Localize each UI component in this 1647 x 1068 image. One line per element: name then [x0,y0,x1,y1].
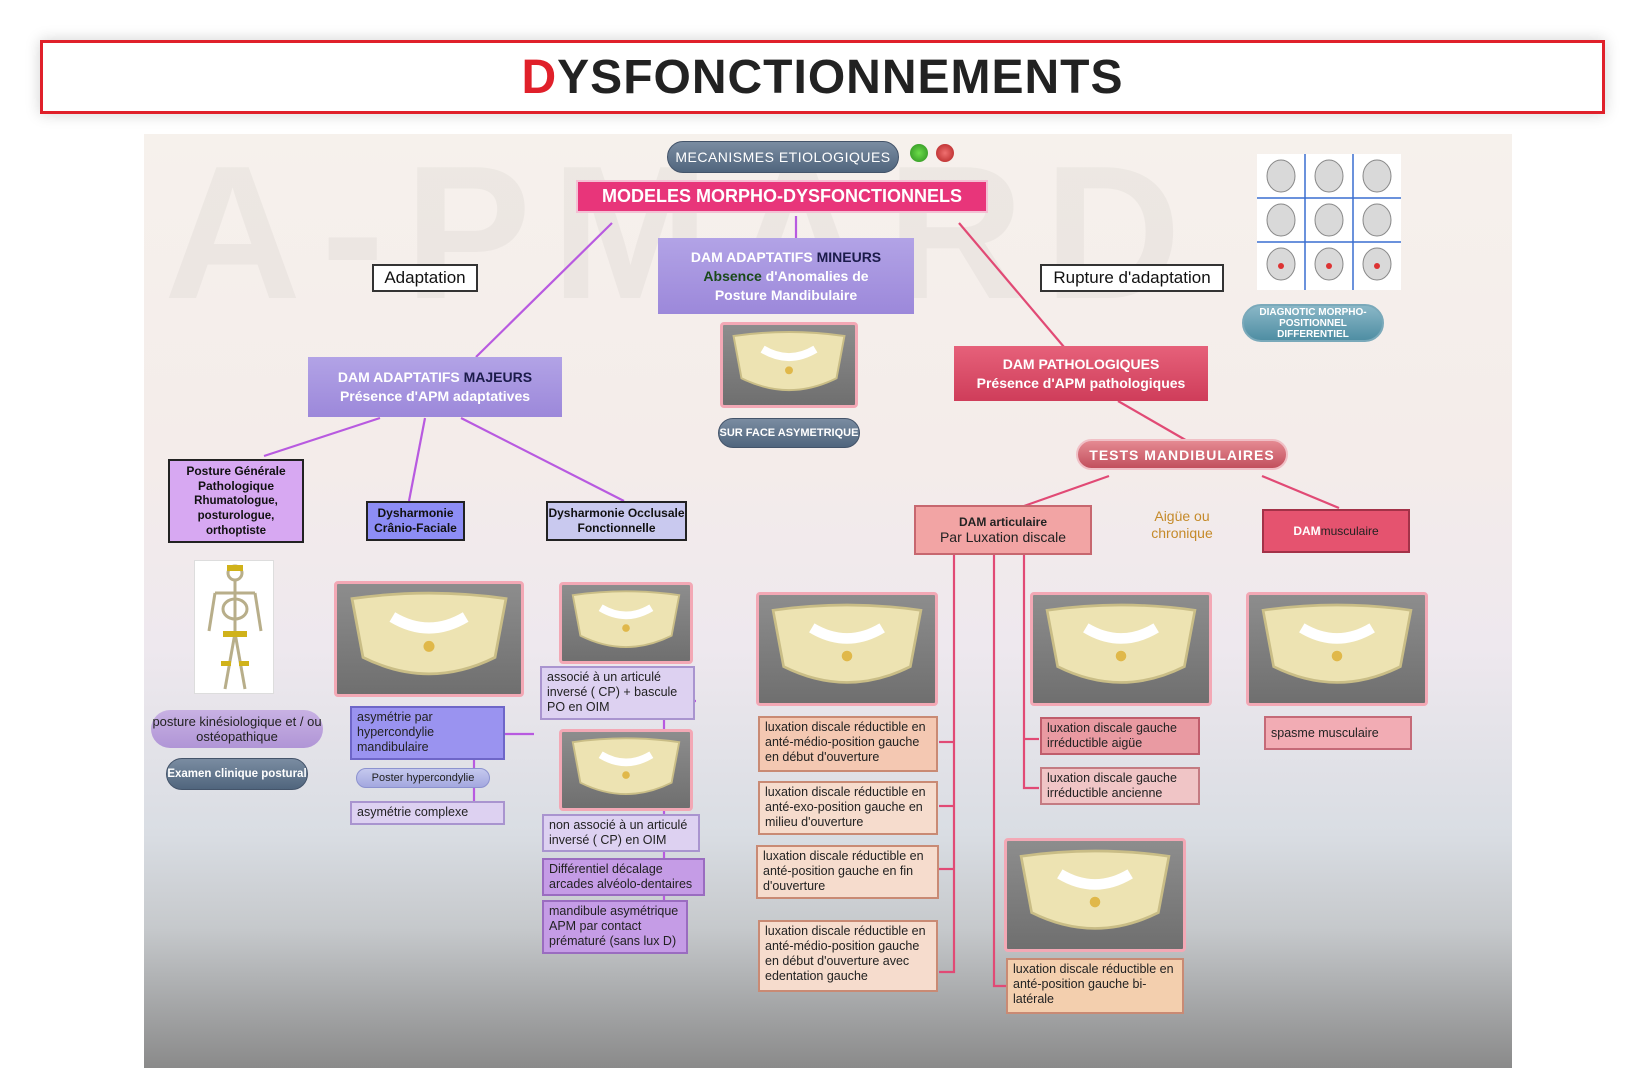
posture-kinesiologique-pill[interactable]: posture kinésiologique et / ou ostéopath… [151,710,323,748]
majeurs-title-strong: MAJEURS [463,369,533,385]
mecanismes-button[interactable]: MECANISMES ETIOLOGIQUES [667,141,899,173]
speaker-icon[interactable] [936,144,954,162]
dam-articulaire-sub: Par Luxation discale [939,529,1067,545]
dam-musculaire-sub: musculaire [1320,524,1379,538]
mandible-image-mineurs [720,322,858,408]
luxation-note-3: luxation discale réductible en anté-posi… [756,845,939,899]
examen-clinique-button[interactable]: Examen clinique postural [166,758,308,790]
dam-articulaire-box: DAM articulaire Par Luxation discale [914,505,1092,555]
dam-majeurs-box: DAM ADAPTATIFS MAJEURS Présence d'APM ad… [308,357,562,417]
luxation-note-4: luxation discale réductible en anté-médi… [758,920,938,992]
aigue-chronique-label: Aigüe ou chronique [1151,508,1213,541]
skeleton-image [194,560,274,694]
dam-musculaire-box: DAM musculaire [1262,509,1410,553]
mandible-image-occlusale-2 [559,729,693,811]
posture-sub: Rhumatologue, posturologue, orthoptiste [194,494,278,537]
posture-title: Posture Générale Pathologique [186,463,286,493]
majeurs-title: DAM ADAPTATIFS [337,369,464,385]
occlusale-box: Dysharmonie Occlusale Fonctionnelle [546,501,687,541]
pathologiques-subtitle: Présence d'APM pathologiques [976,374,1186,391]
diagnostic-thumbnail [1257,154,1401,290]
gauche-note-2: luxation discale gauche irréductible anc… [1040,767,1200,805]
dam-pathologiques-box: DAM PATHOLOGIQUES Présence d'APM patholo… [954,346,1208,401]
mineurs-title-strong: MINEURS [816,248,882,265]
mandible-image-bilaterale [1004,838,1186,952]
sur-face-asymetrique-button[interactable]: SUR FACE ASYMETRIQUE [718,418,860,448]
mandible-image-gauche [1030,592,1212,706]
play-sound-icon[interactable] [910,144,928,162]
majeurs-subtitle: Présence d'APM adaptatives [339,388,531,404]
luxation-note-1: luxation discale réductible en anté-médi… [758,716,938,772]
dam-articulaire-title: DAM articulaire [958,515,1048,529]
diagnostic-button[interactable]: DIAGNOTIC MORPHO-POSITIONNEL DIFFERENTIE… [1242,304,1384,342]
occlusal-note-4: mandibule asymétrique APM par contact pr… [542,900,688,954]
asym-complexe-note: asymétrie complexe [350,801,505,825]
mandible-image-luxation-1 [756,592,938,706]
spasme-note: spasme musculaire [1264,716,1412,750]
occlusal-note-1: associé à un articulé inversé ( CP) + ba… [540,666,695,720]
mandible-image-musculaire [1246,592,1428,706]
asym-hypercondylie-note: asymétrie par hypercondylie mandibulaire [350,706,505,760]
gauche-note-1: luxation discale gauche irréductible aig… [1040,717,1200,755]
tests-mandibulaires-button[interactable]: TESTS MANDIBULAIRES [1076,439,1288,470]
page-title: DYSFONCTIONNEMENTS [40,40,1605,114]
occlusal-note-3: Différentiel décalage arcades alvéolo-de… [542,858,705,896]
title-rest: YSFONCTIONNEMENTS [557,50,1124,104]
poster-hypercondylie-button[interactable]: Poster hypercondylie [356,768,490,788]
rupture-label: Rupture d'adaptation [1040,264,1224,292]
dam-musculaire-title: DAM [1293,524,1321,538]
mandible-image-majeurs [334,581,524,697]
mineurs-absence: Absence [703,267,762,284]
adaptation-label: Adaptation [372,264,478,292]
craniofaciale-box: Dysharmonie Crânio-Faciale [366,501,465,541]
posture-generale-box: Posture Générale Pathologique Rhumatolog… [168,459,304,543]
occlusal-note-2: non associé à un articulé inversé ( CP) … [542,814,700,852]
mineurs-title: DAM ADAPTATIFS [690,248,817,265]
mineurs-posture: Posture Mandibulaire [714,286,858,303]
mandible-image-occlusale-1 [559,582,693,664]
luxation-note-2: luxation discale réductible en anté-exo-… [758,781,938,835]
mineurs-anomalies: d'Anomalies de [761,267,869,284]
pathologiques-title: DAM PATHOLOGIQUES [1002,355,1160,372]
dam-mineurs-box: DAM ADAPTATIFS MINEURS Absence d'Anomali… [658,238,914,314]
title-first-letter: D [521,50,558,104]
diagram-panel: A-PMARD MECANISM [144,134,1512,1068]
modeles-header: MODELES MORPHO-DYSFONCTIONNELS [576,180,988,213]
luxation-note-5: luxation discale réductible en anté-posi… [1006,958,1184,1014]
